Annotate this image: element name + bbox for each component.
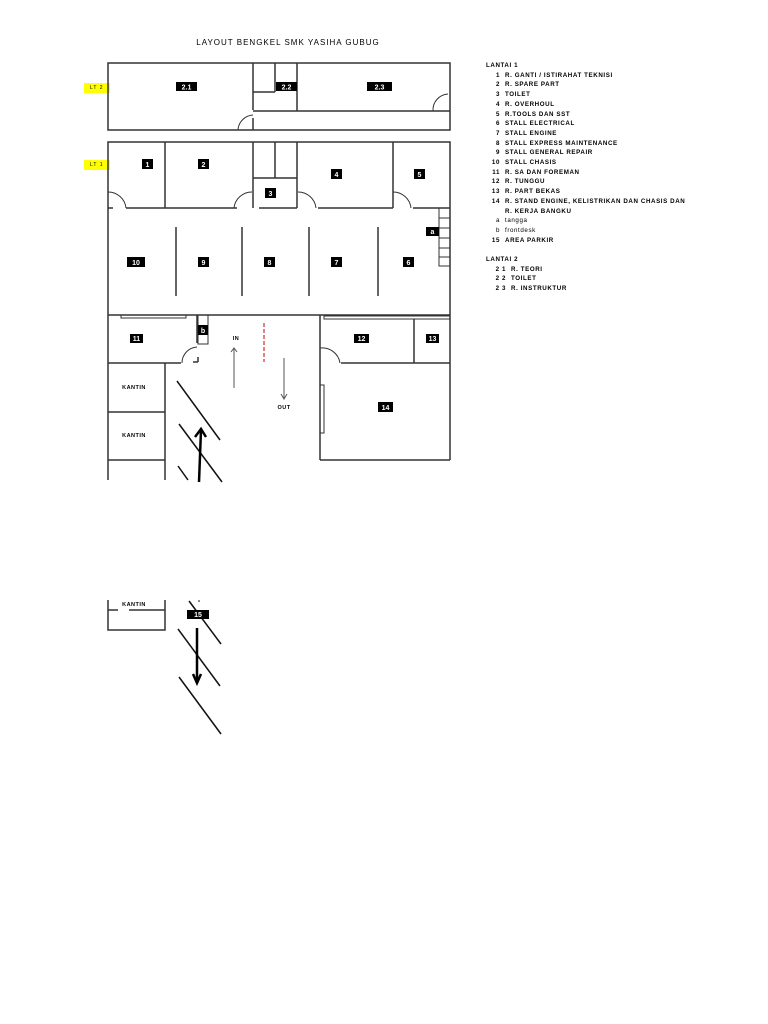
- room-11-tag: 11: [133, 336, 141, 343]
- floor-tag-lt2: LT 2: [84, 83, 110, 93]
- page-title: LAYOUT BENGKEL SMK YASIHA GUBUG: [196, 38, 380, 47]
- room-13-tag: 13: [429, 336, 437, 343]
- room-2-3-tag: 2.3: [375, 85, 385, 92]
- kantin-label-1: KANTIN: [122, 385, 146, 391]
- kantin-label-2: KANTIN: [122, 433, 146, 439]
- room-9-tag: 9: [202, 260, 206, 267]
- stairs-a-tag: a: [431, 229, 435, 236]
- parking-15-tag: 15: [194, 612, 202, 619]
- parking-arrow-up: [197, 429, 203, 483]
- room-2-tag: 2: [202, 162, 206, 169]
- room-5-tag: 5: [418, 172, 422, 179]
- room-2-1-tag: 2.1: [182, 85, 192, 92]
- in-label: IN: [233, 336, 240, 342]
- room-4-tag: 4: [335, 172, 339, 179]
- room-14-tag: 14: [382, 405, 390, 412]
- kantin-label-3: KANTIN: [122, 602, 146, 608]
- room-2-2-tag: 2.2: [282, 85, 292, 92]
- room-8-tag: 8: [268, 260, 272, 267]
- frontdesk-b-tag: b: [201, 328, 205, 335]
- room-7-tag: 7: [335, 260, 339, 267]
- room-6-tag: 6: [407, 260, 411, 267]
- floor-tag-lt1: LT 1: [84, 160, 110, 170]
- room-3-tag: 3: [269, 191, 273, 198]
- room-1-tag: 1: [146, 162, 150, 169]
- legend-heading-lantai2: LANTAI 2: [486, 256, 519, 264]
- legend-item: R. KERJA BANGKU: [505, 207, 572, 215]
- room-10-tag: 10: [132, 260, 140, 267]
- room-12-tag: 12: [358, 336, 366, 343]
- lt2-outer-wall: [107, 62, 451, 131]
- legend-heading-lantai1: LANTAI 1: [486, 62, 519, 69]
- out-label: OUT: [277, 405, 290, 411]
